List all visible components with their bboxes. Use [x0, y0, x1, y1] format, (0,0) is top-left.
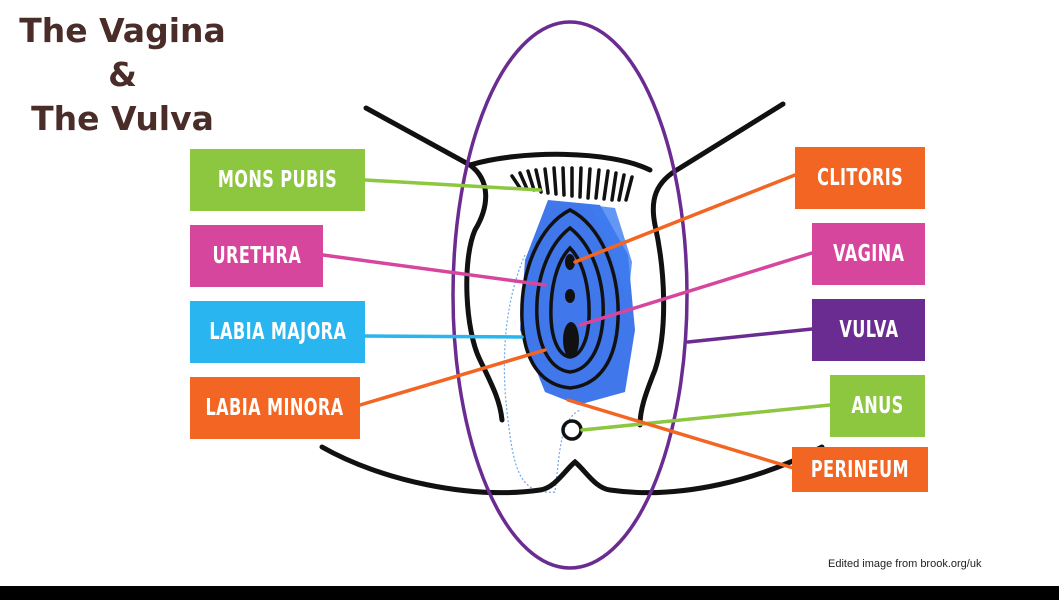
label-clitoris: CLITORIS: [795, 147, 925, 209]
highlight-trace: [503, 254, 581, 493]
label-mons-pubis: MONS PUBIS: [190, 149, 365, 211]
bottom-bar: [0, 586, 1059, 600]
connector-lines: [321, 173, 832, 472]
vagina-line: [578, 251, 814, 327]
urethra-line: [321, 253, 547, 287]
label-perineum: PERINEUM: [792, 447, 928, 492]
label-vulva: VULVA: [812, 299, 925, 361]
anus-circle: [561, 419, 583, 441]
pubic-hair-strokes: [510, 166, 634, 202]
title-ampersand: &: [108, 55, 137, 94]
image-credit: Edited image from brook.org/uk: [828, 558, 982, 570]
title-line-3: The Vulva: [31, 99, 214, 138]
label-labia-majora: LABIA MAJORA: [190, 301, 365, 363]
labia-minora-line: [358, 348, 547, 407]
labia-majora-line: [363, 334, 524, 339]
vulva-line: [686, 327, 814, 344]
label-anus: ANUS: [830, 375, 925, 437]
label-urethra: URETHRA: [190, 225, 323, 287]
clitoris-line: [573, 173, 797, 264]
openings: [563, 254, 579, 358]
label-vagina: VAGINA: [812, 223, 925, 285]
anus-line: [580, 403, 832, 432]
title-line-1: The Vagina: [19, 11, 226, 50]
perineum-line: [566, 398, 802, 472]
mons-pubis-line: [363, 178, 542, 192]
body-outline: [319, 101, 825, 496]
label-labia-minora: LABIA MINORA: [190, 377, 360, 439]
vulva-oval: [451, 20, 689, 570]
